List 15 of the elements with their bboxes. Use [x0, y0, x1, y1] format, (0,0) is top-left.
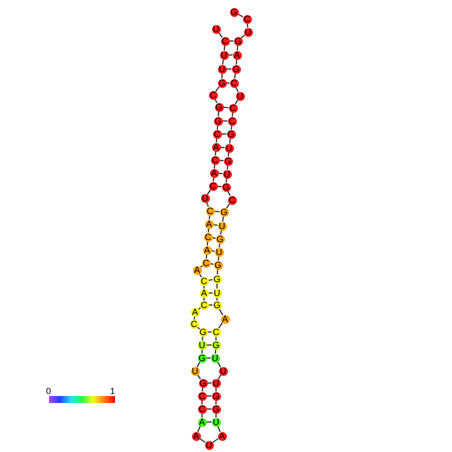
scale-label: 0 — [46, 387, 52, 396]
backbone-line — [197, 426, 201, 432]
backbone-line — [234, 73, 236, 79]
backbone-line — [222, 216, 224, 222]
backbone-line — [196, 362, 200, 368]
backbone-line — [218, 374, 222, 380]
scale-label: 1 — [110, 387, 116, 396]
backbone-line — [212, 438, 219, 443]
backbone-line — [218, 322, 223, 329]
backbone-line — [229, 138, 231, 144]
backbone-line — [234, 100, 238, 104]
backbone-line — [222, 59, 224, 65]
backbone-line — [214, 98, 218, 104]
backbone-line — [215, 86, 220, 92]
backbone-line — [218, 308, 224, 316]
